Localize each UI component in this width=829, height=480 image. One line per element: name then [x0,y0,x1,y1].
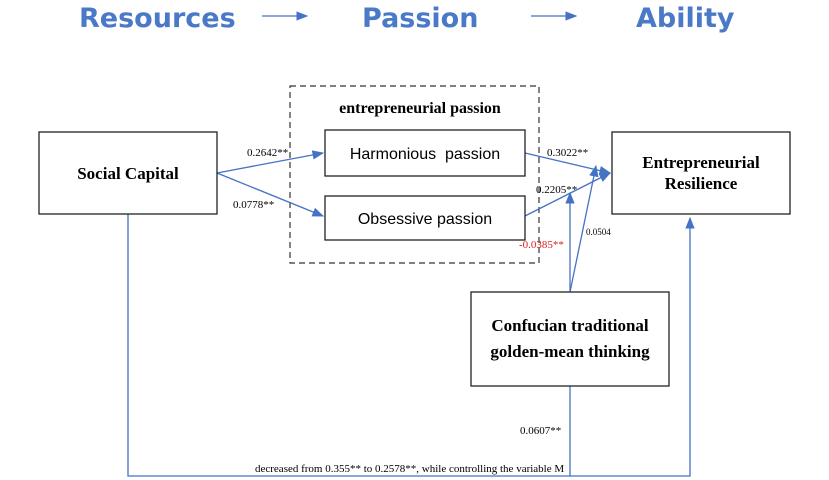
resilience-label-line2: Resilience [665,174,738,193]
header-passion: Passion [362,3,478,34]
obsessive-passion-box [324,195,526,241]
arrow-social-to-obsessive [216,172,325,217]
coef-moderation-obsessive: -0.0385** [519,239,564,251]
coef-obsessive-to-resilience: 0.2205** [536,184,577,196]
direct-effect-note: decreased from 0.355** to 0.2578**, whil… [255,463,564,475]
coef-harmonious-to-resilience: 0.3022** [547,147,588,159]
coef-moderation-harmonious: 0.0504 [586,227,611,237]
obsessive-passion-label: Obsessive passion [358,211,492,228]
entrepreneurial-resilience-box [611,131,791,215]
harmonious-passion-box [324,129,526,177]
moderator-label-line2: golden-mean thinking [490,342,650,361]
social-capital-box [38,131,218,215]
moderator-label-line1: Confucian traditional [491,316,649,335]
coef-social-to-harmonious: 0.2642** [247,147,288,159]
moderator-box [470,291,670,387]
social-capital-label: Social Capital [77,164,179,183]
passion-group-box [289,85,540,264]
header-ability: Ability [636,3,735,34]
harmonious-passion-label: Harmonious passion [350,146,500,163]
resilience-label-line1: Entrepreneurial [642,153,760,172]
passion-group-title: entrepreneurial passion [339,100,501,117]
arrow-moderator-to-hp-path [569,164,599,293]
coef-social-to-obsessive: 0.0778** [233,199,274,211]
header-resources: Resources [79,3,236,34]
coef-moderation-direct: 0.0607** [520,425,561,437]
arrow-social-to-harmonious [216,150,325,174]
arrow-direct-effect [127,214,695,477]
